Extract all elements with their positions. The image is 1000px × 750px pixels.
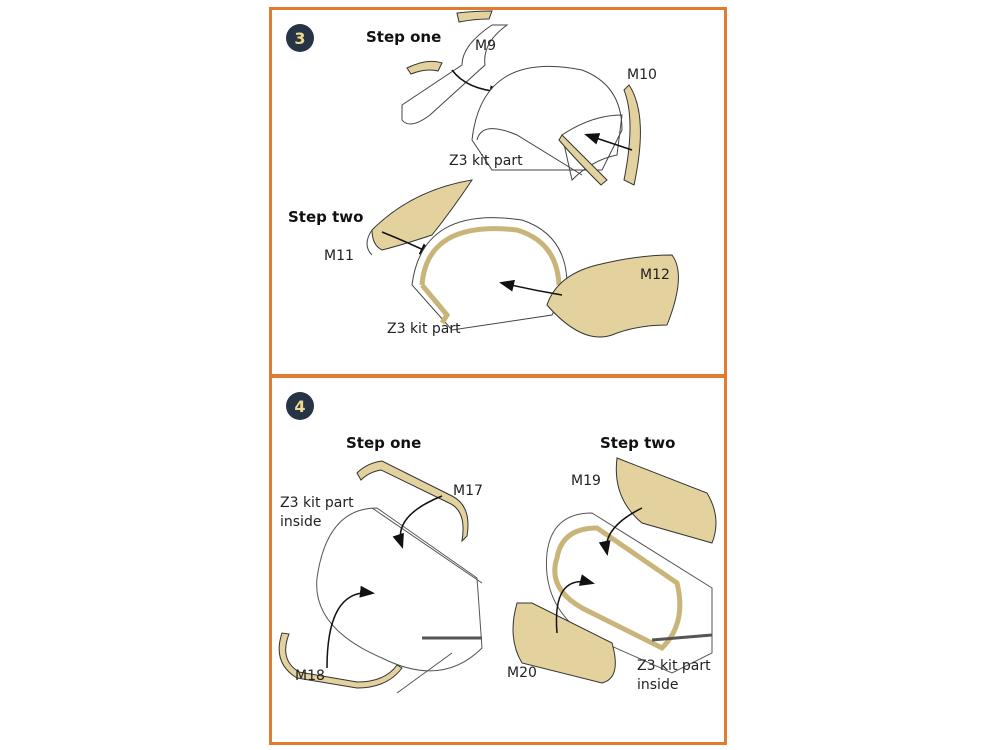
step-one-heading: Step one xyxy=(366,28,442,46)
label-inside-right: inside xyxy=(637,677,679,693)
m10-part xyxy=(623,84,641,186)
z3-kit-part-a-edge xyxy=(476,128,583,176)
step-number-badge: 3 xyxy=(286,24,314,52)
label-z3-kit-part-inside-left: Z3 kit part xyxy=(280,495,354,511)
m17-part xyxy=(356,460,469,543)
z3-kit-part-b-lining xyxy=(419,226,562,286)
arrow-m17 xyxy=(392,495,443,549)
arrow-m10 xyxy=(584,133,633,151)
label-z3-kit-part-b: Z3 kit part xyxy=(387,321,461,337)
m20-part xyxy=(512,602,616,684)
z3-kit-part-left-edge xyxy=(371,507,483,694)
arrow-m18 xyxy=(326,585,375,669)
step-3-illustration xyxy=(366,10,679,338)
step-3-panel: 3 Step one M9 M10 Z3 kit part Step two M… xyxy=(269,7,727,377)
m11-edge xyxy=(366,229,373,256)
step-4-panel: 4 Step one Step two Z3 kit part inside M… xyxy=(269,375,727,745)
label-m10: M10 xyxy=(627,67,657,83)
label-m20: M20 xyxy=(507,665,537,681)
m9-sprue-outline xyxy=(401,24,509,125)
m10-sprue-outline xyxy=(561,114,623,181)
m12-part xyxy=(546,254,679,338)
label-z3-kit-part-inside-right: Z3 kit part xyxy=(637,658,711,674)
arrow-m19 xyxy=(598,507,643,556)
step-one-heading: Step one xyxy=(346,434,422,452)
z3-kit-part-b-lining-edge xyxy=(420,283,451,325)
m10-part-strip xyxy=(558,134,608,186)
label-inside-left: inside xyxy=(280,514,322,530)
m18-part xyxy=(278,632,403,689)
arrow-m20 xyxy=(555,574,595,634)
m9-part-strip xyxy=(456,10,493,23)
m11-part xyxy=(371,179,474,251)
m19-part xyxy=(615,457,717,544)
label-m17: M17 xyxy=(453,483,483,499)
label-z3-kit-part-a: Z3 kit part xyxy=(449,153,523,169)
step-number-badge: 4 xyxy=(286,392,314,420)
step-two-heading: Step two xyxy=(600,434,676,452)
label-m11: M11 xyxy=(324,248,354,264)
z3-kit-part-right-lining xyxy=(552,525,683,652)
arrow-m12 xyxy=(499,279,563,296)
z3-kit-part-b xyxy=(411,217,568,331)
m9-part xyxy=(406,60,443,75)
label-m9: M9 xyxy=(475,38,496,54)
z3-kit-part-left xyxy=(316,507,483,672)
step-two-heading: Step two xyxy=(288,208,364,226)
label-m19: M19 xyxy=(571,473,601,489)
step-4-illustration xyxy=(278,457,717,694)
z3-kit-part-right-rod xyxy=(651,633,713,642)
label-m18: M18 xyxy=(295,668,325,684)
label-m12: M12 xyxy=(640,267,670,283)
